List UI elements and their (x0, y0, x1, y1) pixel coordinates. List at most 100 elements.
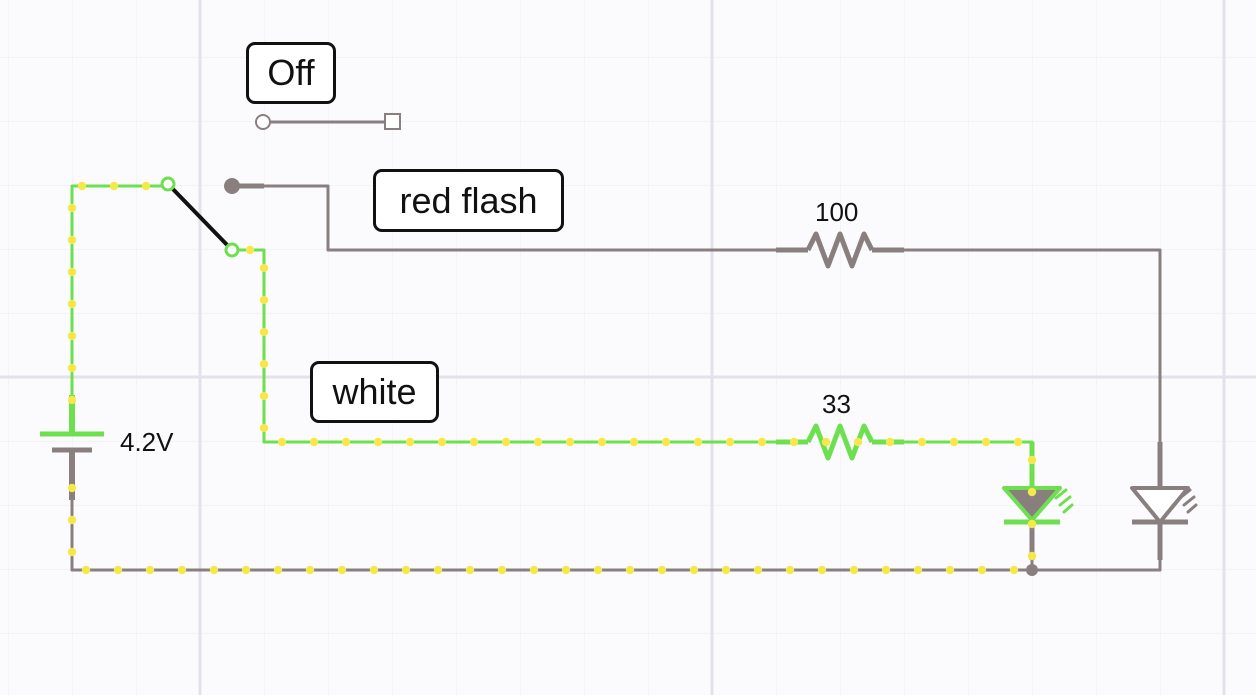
current-dot (433, 565, 443, 575)
current-dot (465, 565, 475, 575)
current-dot (1027, 487, 1037, 497)
current-dot (337, 565, 347, 575)
current-dot (593, 565, 603, 575)
current-dot (67, 547, 77, 557)
current-dot (629, 437, 639, 447)
current-dot (497, 565, 507, 575)
current-dot (81, 565, 91, 575)
current-dot (1013, 437, 1023, 447)
current-dot (273, 565, 283, 575)
resistor-100[interactable] (776, 231, 904, 269)
current-dot (501, 437, 511, 447)
current-dot (821, 437, 831, 447)
current-dot (67, 203, 77, 213)
current-dot (565, 437, 575, 447)
current-dot (725, 437, 735, 447)
current-dot (373, 437, 383, 447)
current-dot (881, 565, 891, 575)
current-dot (241, 565, 251, 575)
current-dot (917, 437, 927, 447)
resistor-100-zigzag (805, 231, 875, 269)
current-dot (67, 331, 77, 341)
current-dot (305, 565, 315, 575)
junction-node[interactable] (1026, 564, 1038, 576)
current-dot (529, 565, 539, 575)
selector-switch[interactable] (160, 176, 264, 258)
current-dot (657, 565, 667, 575)
current-dot (259, 359, 269, 369)
current-flow-dots (67, 181, 1037, 575)
current-dot (689, 565, 699, 575)
current-dot (789, 437, 799, 447)
current-dot (67, 235, 77, 245)
off-terminal-right[interactable] (384, 113, 401, 130)
current-dot (625, 565, 635, 575)
current-dot (67, 363, 77, 373)
current-dot (757, 437, 767, 447)
current-dot (661, 437, 671, 447)
current-dot (113, 565, 123, 575)
current-dot (67, 483, 77, 493)
current-dot (67, 299, 77, 309)
wire-switch-red-flash[interactable] (262, 184, 778, 252)
off-output[interactable] (255, 113, 401, 130)
label-white[interactable]: white (310, 361, 439, 423)
battery-voltage-label: 4.2V (120, 427, 174, 457)
current-dot (369, 565, 379, 575)
current-dot (309, 437, 319, 447)
current-dot (401, 565, 411, 575)
wire-battery-to-switch[interactable] (70, 184, 170, 428)
current-dot (753, 565, 763, 575)
current-dot (177, 565, 187, 575)
current-dot (913, 565, 923, 575)
label-off[interactable]: Off (246, 42, 336, 104)
current-dot (67, 395, 77, 405)
current-dot (721, 565, 731, 575)
led-red-triangle (1130, 486, 1190, 524)
led-red-light-rays (1178, 488, 1198, 514)
resistor-33-value: 33 (822, 389, 851, 419)
current-dot (77, 181, 87, 191)
current-dot (1009, 565, 1019, 575)
current-dot (785, 565, 795, 575)
current-dot (561, 565, 571, 575)
current-dot (141, 181, 151, 191)
current-dot (1027, 455, 1037, 465)
switch-lever[interactable] (166, 182, 234, 252)
current-dot (945, 565, 955, 575)
off-terminal-left[interactable] (255, 114, 271, 130)
switch-contact-white[interactable] (224, 242, 240, 258)
current-dot (597, 437, 607, 447)
current-dot (693, 437, 703, 447)
current-dot (405, 437, 415, 447)
resistor-33-zigzag (805, 423, 875, 461)
current-dot (209, 565, 219, 575)
current-dot (259, 391, 269, 401)
led-red[interactable] (1130, 442, 1198, 560)
current-dot (949, 437, 959, 447)
current-dot (277, 437, 287, 447)
current-dot (259, 263, 269, 273)
current-dot (259, 295, 269, 305)
current-dot (67, 267, 77, 277)
resistor-100-value: 100 (815, 197, 859, 227)
current-dot (849, 565, 859, 575)
wire-red-flash-to-led[interactable] (902, 248, 1162, 444)
current-dot (67, 515, 77, 525)
label-red-flash[interactable]: red flash (373, 169, 564, 232)
switch-pivot[interactable] (160, 176, 176, 192)
current-dot (469, 437, 479, 447)
current-dot (1027, 551, 1037, 561)
current-dot (245, 245, 255, 255)
current-dot (437, 437, 447, 447)
current-dot (533, 437, 543, 447)
current-dot (853, 437, 863, 447)
current-dot (259, 327, 269, 337)
current-dot (981, 437, 991, 447)
current-dot (341, 437, 351, 447)
current-dot (817, 565, 827, 575)
current-dot (885, 437, 895, 447)
